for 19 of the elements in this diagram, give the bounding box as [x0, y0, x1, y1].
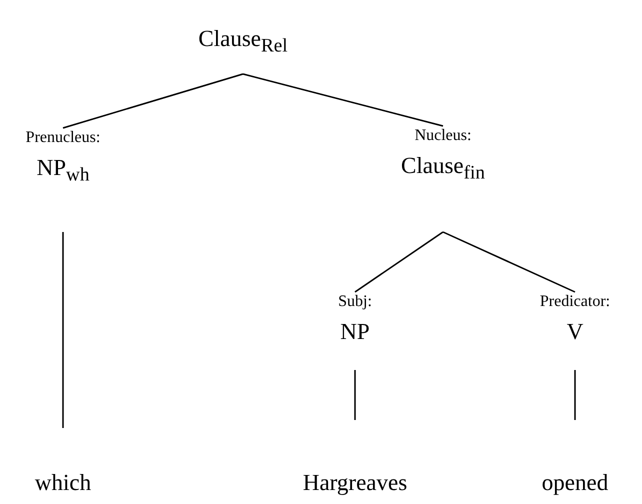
function-label: Nucleus: — [414, 126, 472, 146]
tree-branch — [354, 231, 444, 293]
tree-branch — [574, 370, 576, 420]
function-label: Predicator: — [540, 292, 610, 312]
function-label: Subj: — [338, 292, 372, 312]
tree-branch — [62, 73, 244, 129]
category-label: Clause$_{Rel}$ — [198, 25, 288, 59]
tree-branch — [354, 370, 356, 420]
tree-branch — [62, 232, 64, 428]
category-label: Clause$_{fin}$ — [401, 152, 485, 186]
category-label: NP — [340, 318, 370, 346]
word-label: which — [34, 469, 92, 498]
category-label: NP$_{wh}$ — [36, 154, 90, 188]
tree-branch — [242, 73, 444, 127]
category-label: V — [566, 318, 584, 346]
function-label: Prenucleus: — [26, 128, 100, 148]
word-label: opened — [542, 469, 608, 498]
word-label: Hargreaves — [302, 469, 408, 498]
tree-branch — [442, 231, 576, 293]
